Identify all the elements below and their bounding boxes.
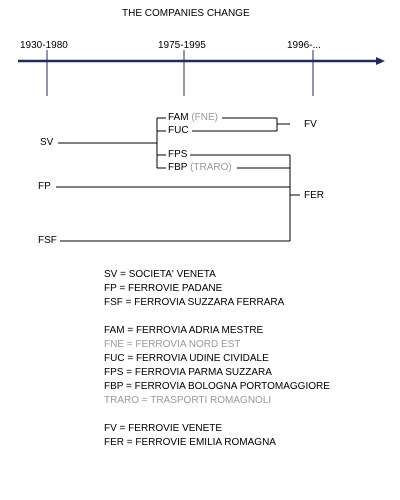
node-fer: FER [304, 190, 324, 201]
legend-item: FUC = FERROVIA UDINE CIVIDALE [104, 353, 269, 364]
legend-item: TRARO = TRASPORTI ROMAGNOLI [104, 395, 272, 406]
node-fps: FPS [168, 149, 188, 160]
node-fam: FAM (FNE) [168, 112, 218, 124]
node-fsf: FSF [38, 235, 57, 246]
legend-item: SV = SOCIETA' VENETA [104, 269, 216, 280]
period-label-1930-1980: 1930-1980 [20, 40, 68, 51]
legend-item: FBP = FERROVIA BOLOGNA PORTOMAGGIORE [104, 381, 330, 392]
timeline-arrow-icon [376, 57, 385, 65]
node-fuc: FUC [168, 125, 189, 136]
node-fbp: FBP (TRARO) [168, 162, 232, 174]
node-fam-label: FAM [168, 112, 189, 123]
node-fv: FV [304, 119, 317, 130]
legend-item: FP = FERROVIE PADANE [104, 283, 223, 294]
legend-item: FNE = FERROVIA NORD EST [104, 339, 241, 350]
period-label-1975-1995: 1975-1995 [158, 40, 206, 51]
node-fp: FP [38, 181, 51, 192]
legend-item: FER = FERROVIE EMILIA ROMAGNA [104, 437, 276, 448]
node-traro-label: (TRARO) [190, 162, 232, 173]
period-label-1996: 1996-... [287, 40, 321, 51]
legend: SV = SOCIETA' VENETA FP = FERROVIE PADAN… [104, 268, 330, 450]
node-fne-label: (FNE) [191, 112, 219, 123]
legend-item: FV = FERROVIE VENETE [104, 423, 223, 434]
legend-item: FSF = FERROVIA SUZZARA FERRARA [104, 297, 285, 308]
timeline-axis [18, 50, 385, 96]
legend-item: FPS = FERROVIA PARMA SUZZARA [104, 367, 272, 378]
connector-lines [56, 117, 300, 242]
node-sv: SV [40, 137, 54, 148]
node-fbp-label: FBP [168, 162, 188, 173]
diagram-title: THE COMPANIES CHANGE [122, 8, 250, 19]
legend-item: FAM = FERROVIA ADRIA MESTRE [104, 325, 264, 336]
